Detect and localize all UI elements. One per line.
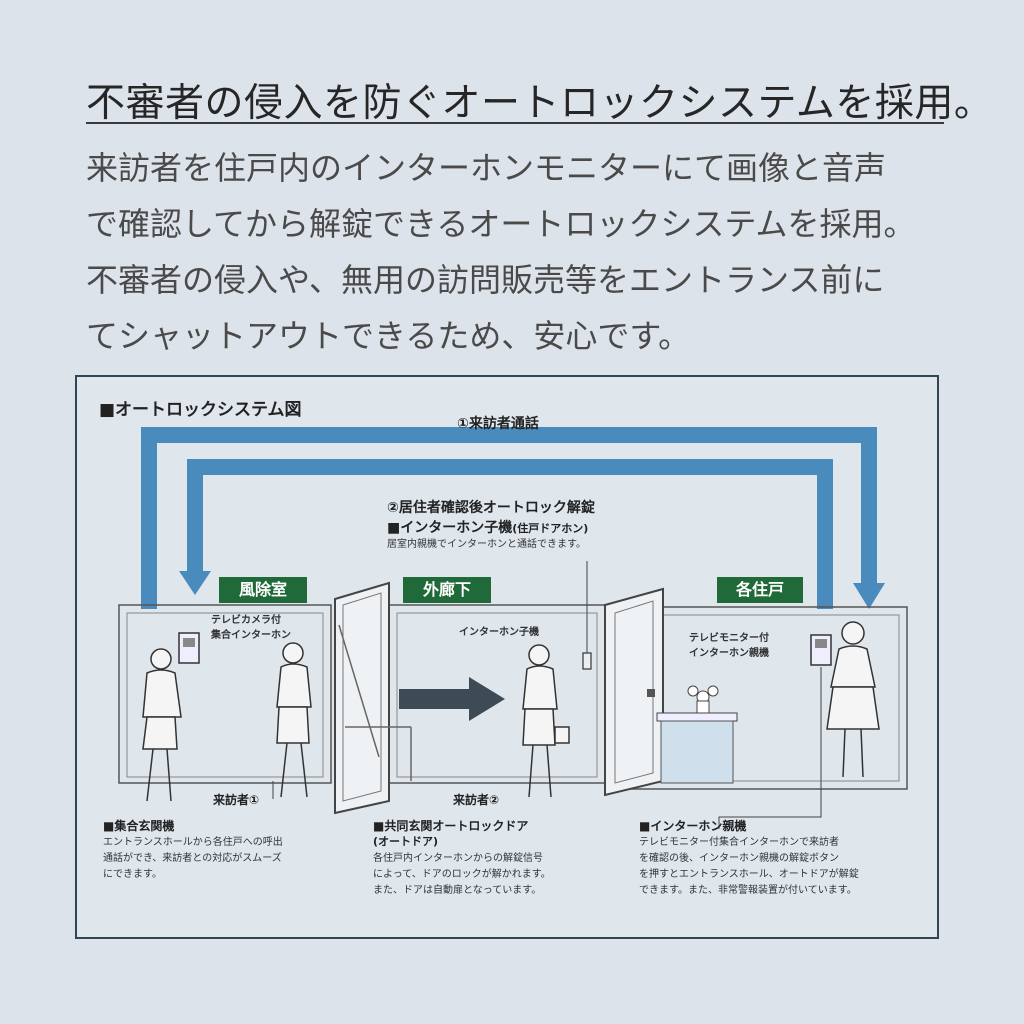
master-caption-line: を確認の後、インターホン親機の解錠ボタン <box>639 853 839 864</box>
monitor-label-2: インターホン親機 <box>689 648 769 659</box>
visitor-path-arrow <box>399 677 505 721</box>
visitor2-label: 来訪者② <box>453 793 500 807</box>
master-caption-line: できます。また、非常警報装置が付いています。 <box>639 885 857 896</box>
side-table <box>656 712 738 722</box>
visitor1-figure <box>142 648 182 802</box>
step2-label: ②居住者確認後オートロック解錠 <box>387 500 595 516</box>
camera-panel-label-2: 集合インターホン <box>211 630 291 641</box>
entrance-caption-line: にできます。 <box>103 869 162 880</box>
autolock-caption-title: ■共同玄関オートロックドア <box>373 819 529 833</box>
door-intercom-unit <box>582 652 592 670</box>
entrance-caption-line: エントランスホールから各住戸への呼出 <box>103 837 283 848</box>
autolock-caption-line: によって、ドアのロックが解かれます。 <box>373 869 551 880</box>
camera-panel-label-1: テレビカメラ付 <box>211 615 281 626</box>
unlock-arrowhead <box>179 571 211 595</box>
intro-paragraph: 来訪者を住戸内のインターホンモニターにて画像と音声 で確認してから解錠できるオー… <box>86 140 966 364</box>
door-intercom-desc: 居室内親機でインターホンと通話できます。 <box>387 539 586 550</box>
master-caption-line: テレビモニター付集合インターホンで来訪者 <box>639 837 839 848</box>
intro-line: で確認してから解錠できるオートロックシステムを採用。 <box>86 205 916 243</box>
entrance-intercom-panel <box>178 632 200 664</box>
zone-tag-corridor: 外廊下 <box>403 577 491 603</box>
title-underline <box>86 122 944 124</box>
autolock-caption-line: また、ドアは自動扉となっています。 <box>373 885 542 896</box>
unlock-arrow <box>187 459 833 609</box>
intro-line: 来訪者を住戸内のインターホンモニターにて画像と音声 <box>86 149 887 187</box>
zone-tag-unit: 各住戸 <box>717 577 803 603</box>
master-caption-title: ■インターホン親機 <box>639 819 747 833</box>
door-intercom-title-text: ■インターホン子機 <box>387 520 513 536</box>
autolock-caption-line: 各住戸内インターホンからの解錠信号 <box>373 853 543 864</box>
auto-door <box>334 581 390 815</box>
autolock-caption-sub: (オートドア) <box>373 835 439 848</box>
autolock-diagram: ■オートロックシステム図 ①来訪者通話 ②居住者確認後オートロック解錠 ■インタ… <box>75 375 939 939</box>
intro-line: てシャットアウトできるため、安心です。 <box>86 317 691 355</box>
zone-tag-windbreak: 風除室 <box>219 577 307 603</box>
resident-figure <box>826 621 880 778</box>
visitor-in-lobby-figure <box>276 642 312 798</box>
diagram-title: ■オートロックシステム図 <box>99 400 302 420</box>
door-intercom-subtitle: (住戸ドアホン) <box>512 522 589 535</box>
visitor-call-arrowhead <box>853 583 885 609</box>
intro-line: 不審者の侵入や、無用の訪問販売等をエントランス前に <box>86 261 885 299</box>
entrance-caption-title: ■集合玄関機 <box>103 819 175 833</box>
visitor1-label: 来訪者① <box>213 793 260 807</box>
visitor-call-arrow <box>141 427 877 609</box>
step1-label: ①来訪者通話 <box>457 416 539 432</box>
door-sub-unit-label: インターホン子機 <box>459 627 539 638</box>
entrance-caption-line: 通話ができ、来訪者との対応がスムーズ <box>103 853 282 864</box>
master-caption-line: を押すとエントランスホール、オートドアが解錠 <box>639 869 859 880</box>
windbreak-room <box>118 604 332 784</box>
page-title: 不審者の侵入を防ぐオートロックシステムを採用。 <box>86 81 994 126</box>
diagram-drawing <box>118 427 908 829</box>
monitor-label-1: テレビモニター付 <box>689 633 769 644</box>
door-intercom-title: ■インターホン子機(住戸ドアホン) <box>387 517 588 537</box>
visitor2-figure <box>522 644 570 798</box>
